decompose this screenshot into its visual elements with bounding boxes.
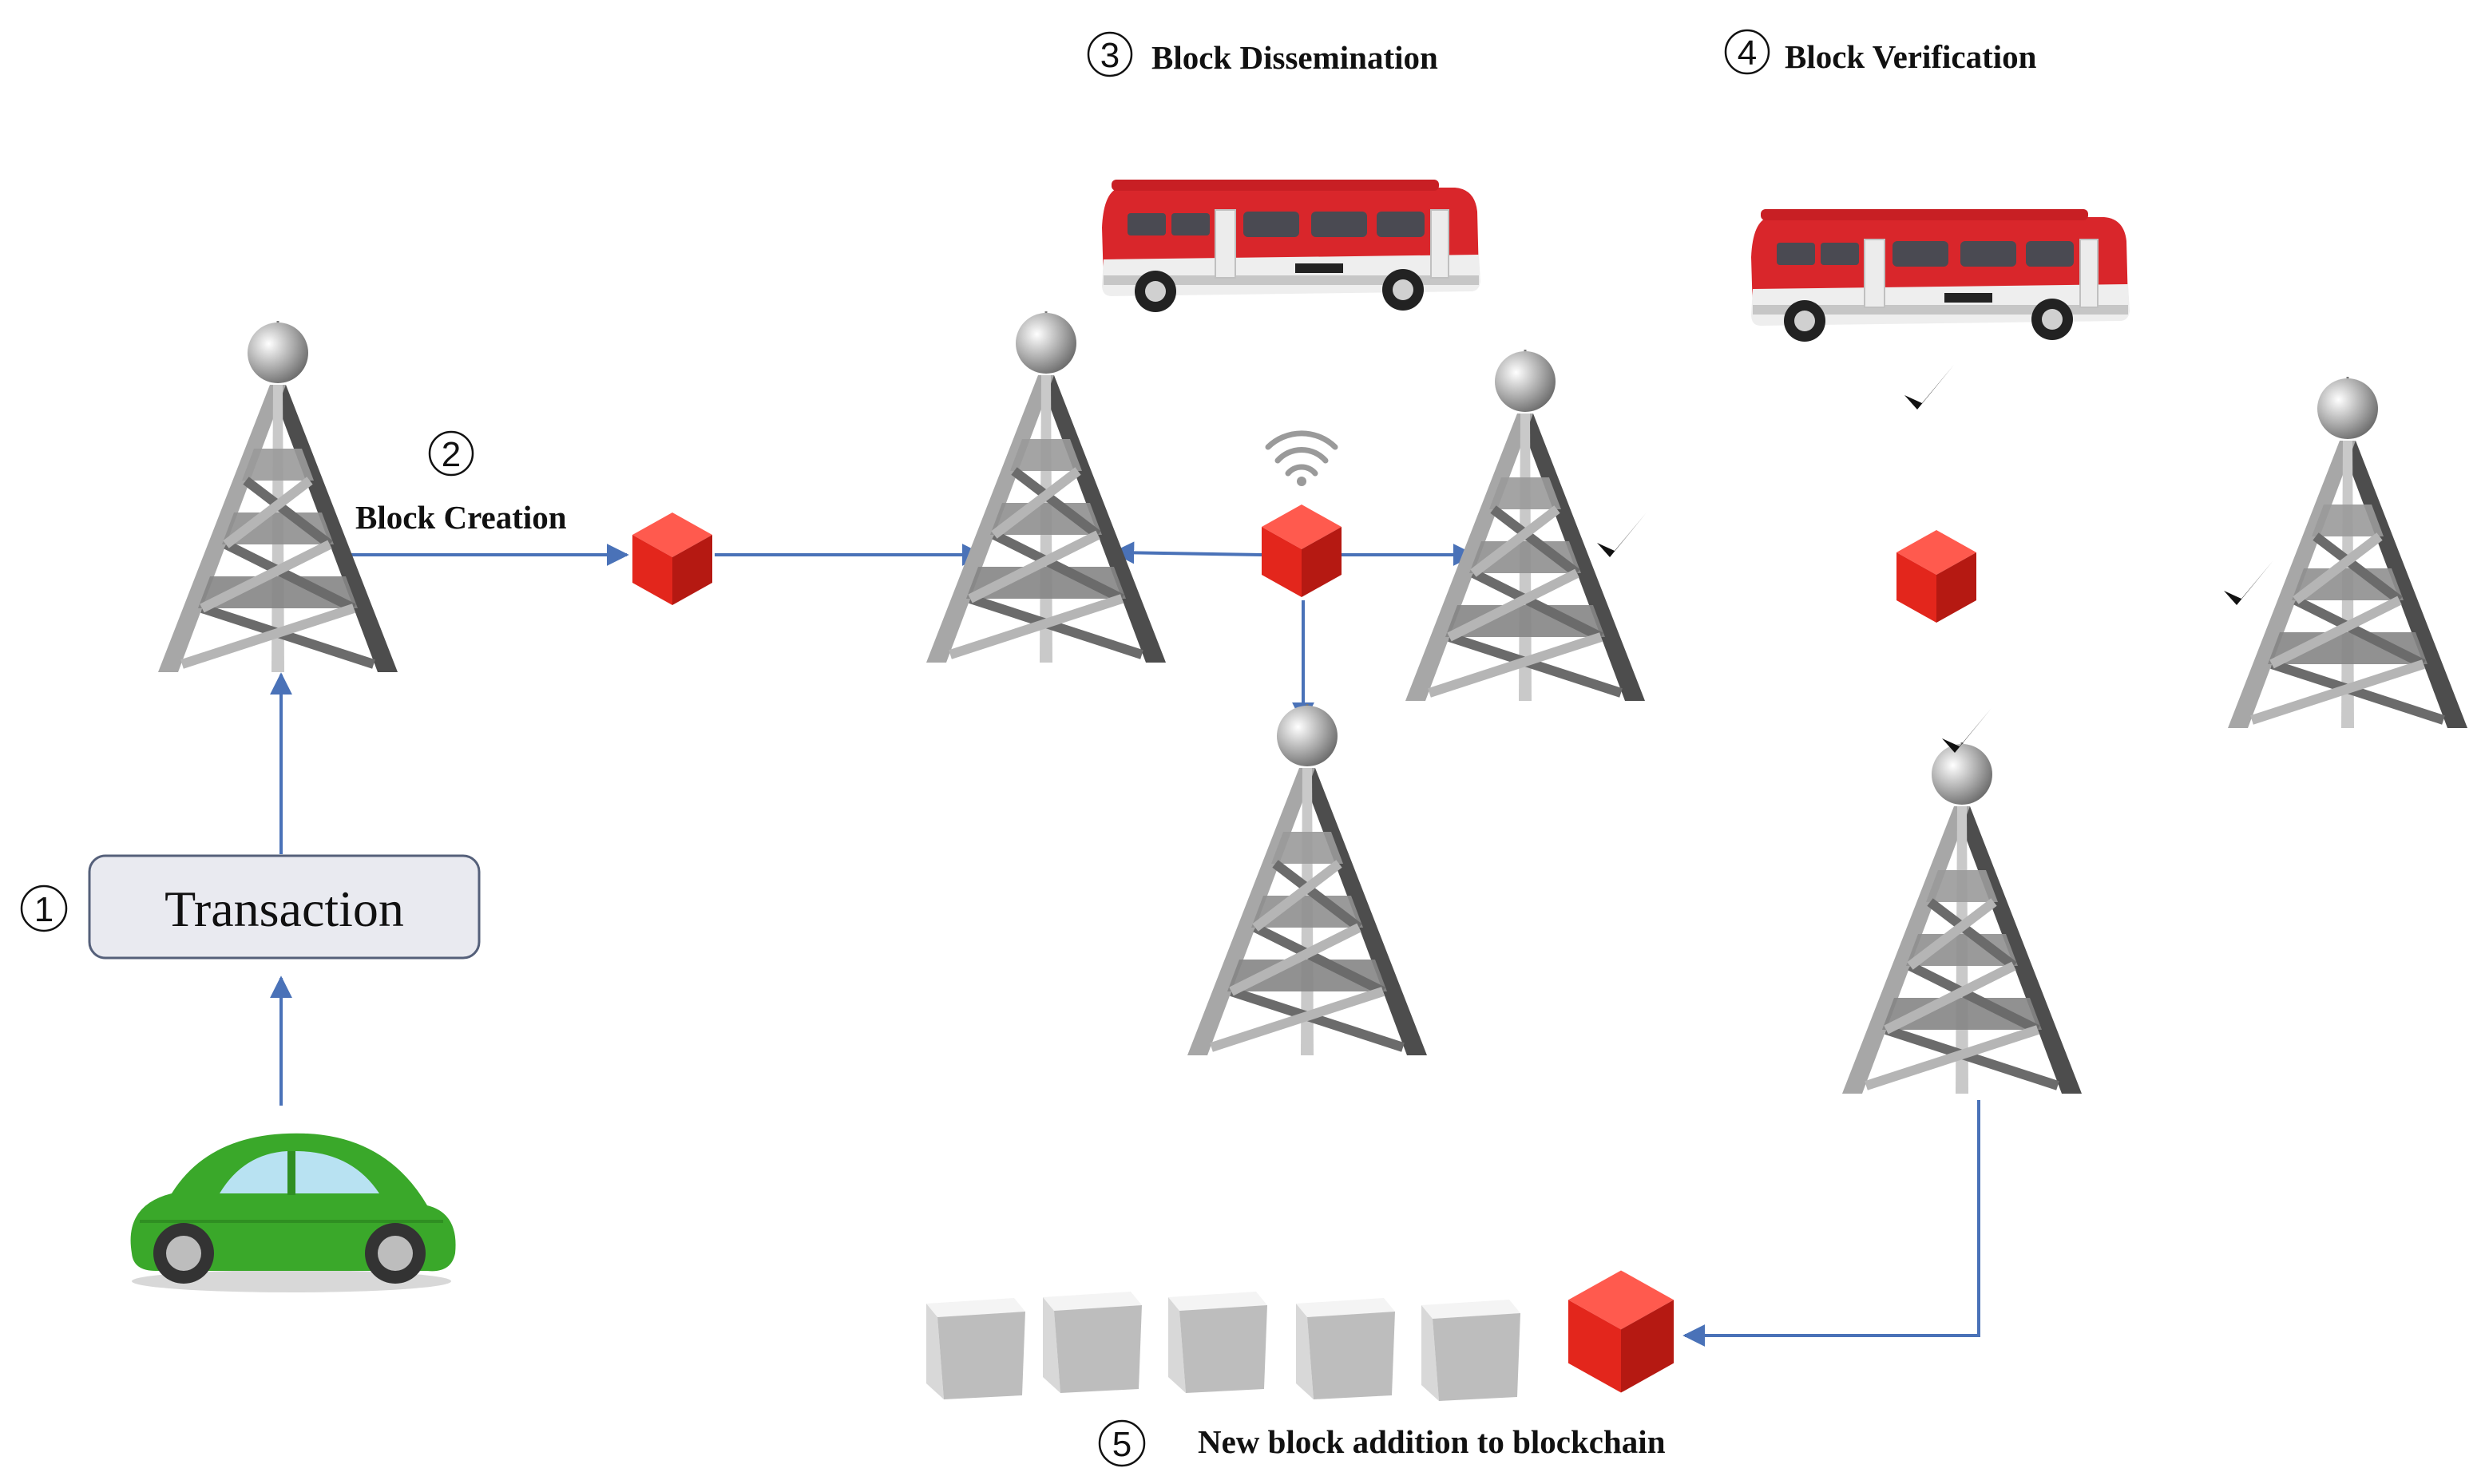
block-dissemination-label: Block Dissemination <box>1151 39 1438 76</box>
block-verification-label: Block Verification <box>1785 38 2037 75</box>
step-4-label: 4 Block Verification <box>1724 29 2037 75</box>
car-icon <box>130 1133 456 1292</box>
red-block-icon <box>632 512 712 605</box>
step-5-number: 5 <box>1112 1425 1132 1464</box>
cell-tower-icon <box>926 311 1166 663</box>
red-block-icon <box>1568 1270 1674 1393</box>
transaction-label: Transaction <box>164 881 404 937</box>
grey-block-icon <box>1043 1292 1142 1393</box>
checkmark-icon <box>1904 365 1954 410</box>
transaction-box: Transaction <box>88 854 481 960</box>
new-block-addition-label: New block addition to blockchain <box>1198 1423 1666 1460</box>
checkmark-icon <box>1597 512 1647 557</box>
grey-block-icon <box>1296 1298 1395 1399</box>
step-2-number: 2 <box>442 435 461 474</box>
cell-tower-icon <box>2228 377 2467 728</box>
bus-icon <box>1101 179 1481 313</box>
step-2-label: 2 Block Creation <box>355 430 567 536</box>
step-1-label: 1 <box>20 884 68 932</box>
connector-arrows <box>270 541 1980 1347</box>
step-4-number: 4 <box>1738 34 1757 73</box>
block-creation-label: Block Creation <box>355 499 567 536</box>
cell-tower-icon <box>158 321 398 672</box>
cell-tower-icon <box>1842 742 2082 1094</box>
checkmark-icon <box>2224 560 2273 605</box>
cell-tower-icon <box>1405 350 1645 701</box>
step-1-number: 1 <box>34 890 54 929</box>
red-block-icon <box>1896 530 1976 623</box>
step-5-label: 5 New block addition to blockchain <box>1098 1419 1666 1467</box>
red-block-icon <box>1262 505 1342 597</box>
arrow-dissemination-left <box>1112 541 1262 564</box>
bus-icon <box>1750 208 2130 342</box>
grey-block-icon <box>1421 1300 1520 1401</box>
wifi-icon <box>1265 430 1338 486</box>
blockchain <box>926 1292 1520 1401</box>
cell-tower-icon <box>1187 704 1427 1055</box>
grey-block-icon <box>926 1298 1025 1399</box>
step-3-number: 3 <box>1100 36 1120 75</box>
grey-block-icon <box>1168 1292 1267 1393</box>
arrow-tower-to-chain <box>1682 1100 1980 1347</box>
step-3-label: 3 Block Dissemination <box>1087 31 1438 77</box>
